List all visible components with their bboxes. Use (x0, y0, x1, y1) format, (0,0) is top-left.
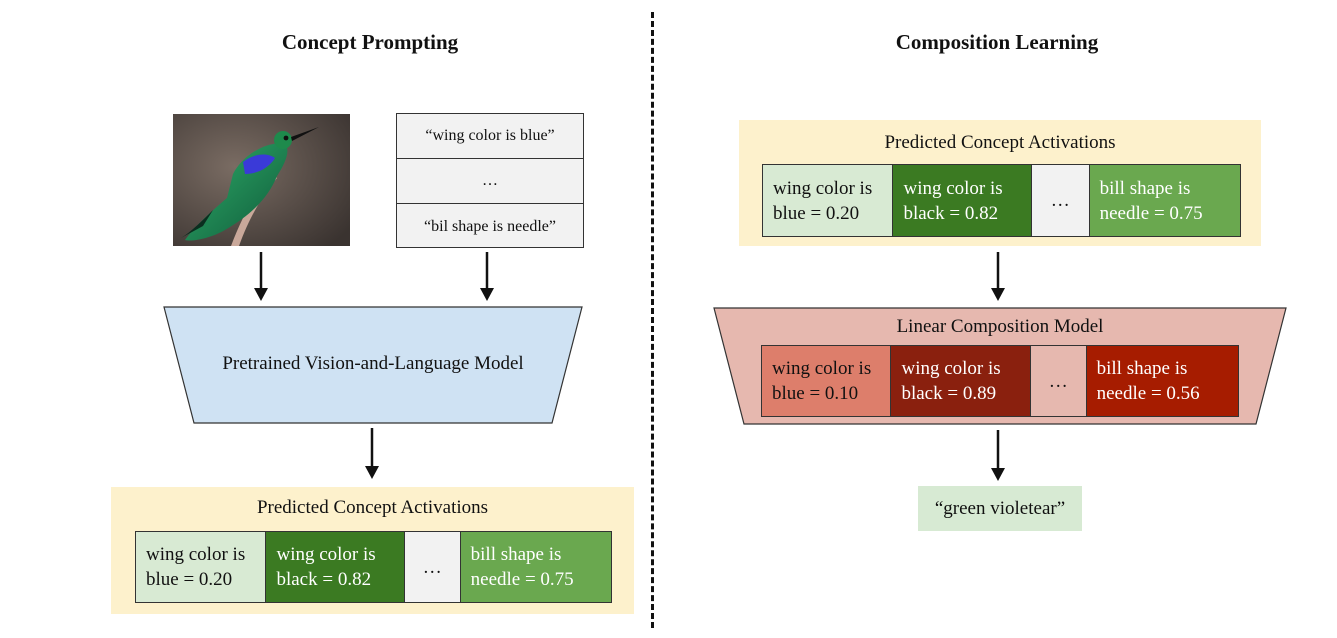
left-activations-panel: Predicted Concept Activations wing color… (111, 487, 634, 614)
vision-language-model-label: Pretrained Vision-and-Language Model (222, 353, 524, 374)
activation-cell-ellipsis: … (404, 532, 461, 602)
vision-language-model: Pretrained Vision-and-Language Model (163, 306, 583, 424)
left-activations-title: Predicted Concept Activations (256, 497, 489, 518)
linear-composition-model-label: Linear Composition Model (896, 316, 1104, 337)
concept-prompting-title: Concept Prompting (281, 30, 459, 54)
weight-cell-ellipsis: … (1030, 346, 1087, 416)
hummingbird-image (173, 114, 350, 246)
right-activations-panel: Predicted Concept Activations wing color… (739, 120, 1261, 246)
predicted-class-output: “green violetear” (918, 486, 1082, 531)
composition-learning-title: Composition Learning (895, 30, 1099, 54)
right-activations-title: Predicted Concept Activations (884, 132, 1116, 153)
prompt-item: “wing color is blue” (397, 114, 583, 159)
section-divider (651, 12, 654, 628)
activation-cell-ellipsis: … (1031, 165, 1090, 236)
prompt-item: “bil shape is needle” (424, 217, 556, 235)
text-prompts-list: “wing color is blue” … “bil shape is nee… (396, 113, 584, 248)
prompt-item-ellipsis: … (397, 159, 583, 204)
